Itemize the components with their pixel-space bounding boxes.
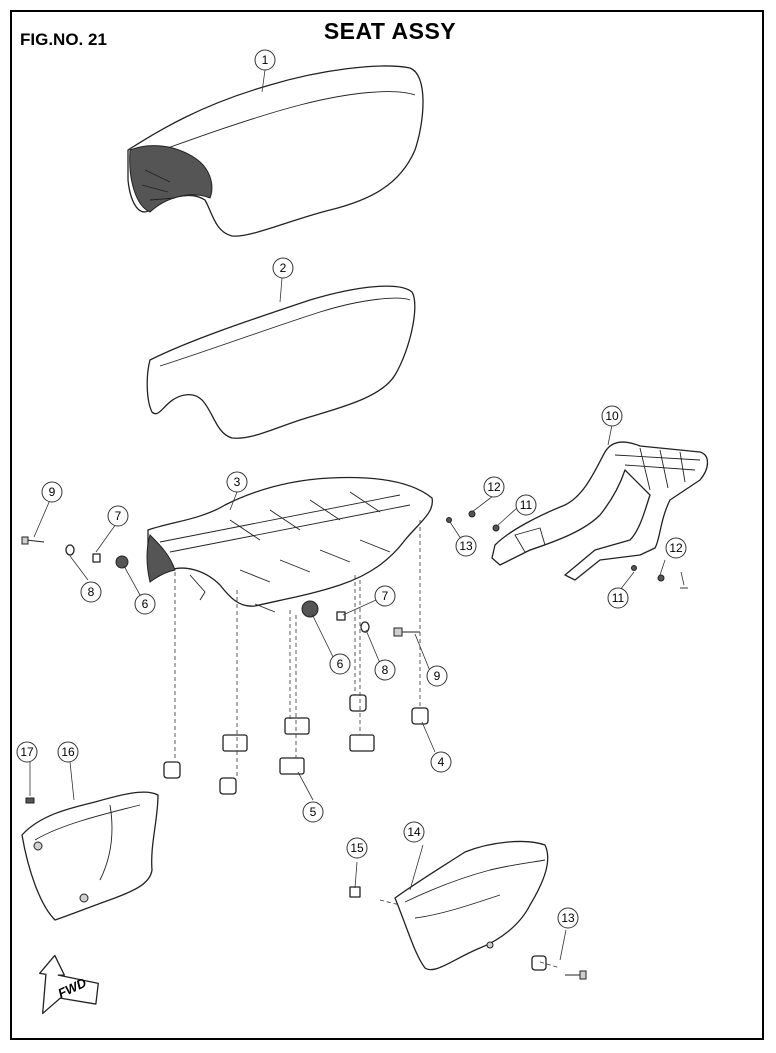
svg-text:5: 5 [310,805,317,819]
callout-5: 5 [302,801,324,823]
svg-text:4: 4 [438,755,445,769]
callout-11b: 11 [607,587,629,609]
fwd-arrow-icon: FWD [39,954,99,1015]
callout-12b: 12 [665,537,687,559]
callout-7a: 7 [107,505,129,527]
callout-13a: 13 [455,535,477,557]
callout-6a: 6 [134,593,156,615]
callout-10: 10 [601,405,623,427]
callout-12a: 12 [483,476,505,498]
svg-text:14: 14 [407,825,421,839]
callout-9a: 9 [41,481,63,503]
svg-text:3: 3 [234,475,241,489]
svg-text:15: 15 [350,841,364,855]
figure-title: SEAT ASSY [323,18,457,44]
callout-2: 2 [272,257,294,279]
svg-text:12: 12 [487,480,501,494]
svg-text:9: 9 [434,669,441,683]
svg-text:17: 17 [20,745,34,759]
drawing-frame [10,10,764,1040]
svg-text:10: 10 [605,409,619,423]
callout-11a: 11 [515,494,537,516]
callout-14: 14 [403,821,425,843]
svg-text:13: 13 [561,911,575,925]
callout-17: 17 [16,741,38,763]
svg-text:13: 13 [459,539,473,553]
callout-13b: 13 [557,907,579,929]
callout-7b: 7 [374,585,396,607]
svg-text:11: 11 [520,498,533,512]
callout-9b: 9 [426,665,448,687]
callout-8b: 8 [374,659,396,681]
part-hardware [21,510,688,980]
callout-15: 15 [346,837,368,859]
part-seat-base [146,476,433,613]
part-seat [127,65,424,237]
svg-text:9: 9 [49,485,56,499]
callout-1: 1 [254,49,276,71]
callout-6b: 6 [329,653,351,675]
svg-text:12: 12 [669,541,683,555]
part-side-cover-right [394,840,549,971]
svg-text:6: 6 [142,597,149,611]
svg-text:6: 6 [337,657,344,671]
figure-number: FIG.NO. 21 [20,30,107,49]
callout-16: 16 [57,741,79,763]
part-rear-carrier [491,441,709,581]
svg-text:11: 11 [612,591,625,605]
part-seat-foam [146,285,416,439]
callout-3: 3 [226,471,248,493]
svg-text:8: 8 [88,585,95,599]
svg-text:16: 16 [61,745,75,759]
callout-4: 4 [430,751,452,773]
callout-8a: 8 [80,581,102,603]
svg-text:7: 7 [115,509,122,523]
svg-text:8: 8 [382,663,389,677]
part-side-cover-left [21,791,159,921]
svg-text:2: 2 [280,261,287,275]
svg-text:1: 1 [262,53,269,67]
svg-text:7: 7 [382,589,389,603]
